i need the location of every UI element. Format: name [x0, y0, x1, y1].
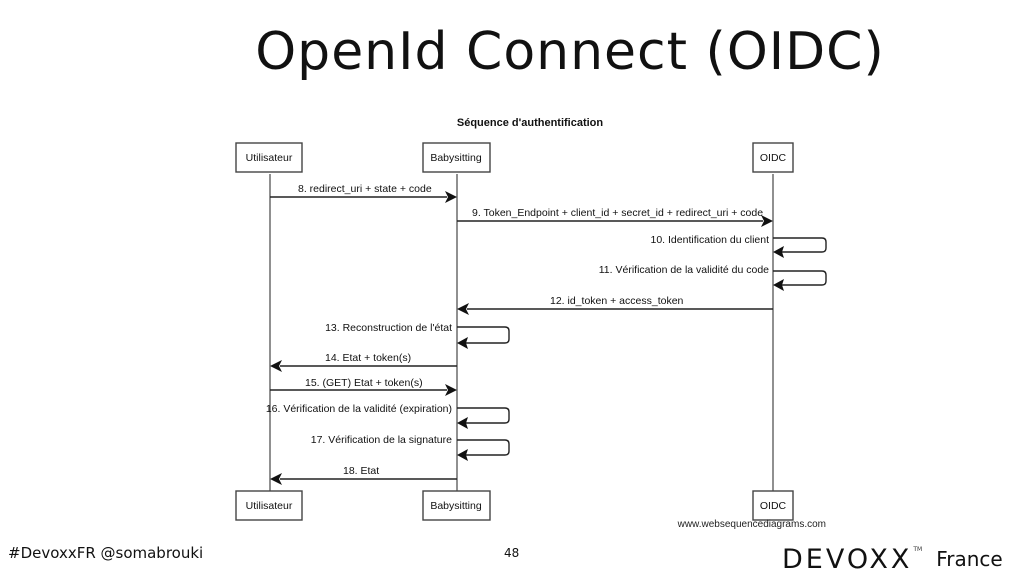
actor-box-utilisateur-bottom — [235, 490, 303, 521]
devoxx-france-logo: DEVOXX TM France — [782, 543, 1018, 575]
footer-handle: #DevoxxFR @somabrouki — [8, 544, 204, 562]
sequence-diagram: Séquence d'authentification Utilisateur … — [235, 117, 827, 530]
message-11-label: 11. Vérification de la validité du code — [599, 264, 769, 276]
message-11-arrowhead — [773, 279, 784, 291]
diagram-title: Séquence d'authentification — [457, 117, 604, 129]
actor-label-babysitting-top: Babysitting — [430, 152, 482, 164]
message-17-arrowhead — [457, 449, 468, 461]
actor-box-babysitting-top — [422, 142, 491, 173]
message-18-label: 18. Etat — [343, 465, 379, 477]
actor-label-oidc-bottom: OIDC — [760, 500, 787, 512]
logo-region: France — [936, 547, 1003, 571]
actor-label-utilisateur-top: Utilisateur — [246, 152, 293, 164]
message-12-label: 12. id_token + access_token — [550, 295, 684, 307]
message-13-arrowhead — [457, 337, 468, 349]
actor-label-utilisateur-bottom: Utilisateur — [246, 500, 293, 512]
message-10-loop — [773, 237, 827, 253]
message-15-label: 15. (GET) Etat + token(s) — [305, 377, 423, 389]
message-13-loop — [457, 326, 510, 344]
message-14-arrowhead — [270, 360, 282, 372]
message-15-arrowhead — [445, 384, 457, 396]
slide-title: OpenId Connect (OIDC) — [255, 22, 885, 82]
message-13-label: 13. Reconstruction de l'état — [325, 322, 452, 334]
actor-box-utilisateur-top — [235, 142, 303, 173]
page-number: 48 — [504, 546, 520, 560]
message-14-label: 14. Etat + token(s) — [325, 352, 411, 364]
actor-box-oidc-top — [752, 142, 794, 173]
message-17-loop — [457, 439, 510, 456]
message-16-loop — [457, 407, 510, 424]
message-11-loop — [773, 270, 827, 286]
actor-label-oidc-top: OIDC — [760, 152, 787, 164]
message-8-arrowhead — [445, 191, 457, 203]
message-16-label: 16. Vérification de la validité (expirat… — [266, 403, 452, 415]
message-16-arrowhead — [457, 417, 468, 429]
message-17-label: 17. Vérification de la signature — [311, 434, 452, 446]
message-8-label: 8. redirect_uri + state + code — [298, 183, 432, 195]
message-10-label: 10. Identification du client — [651, 234, 770, 246]
message-10-arrowhead — [773, 246, 784, 258]
logo-trademark: TM — [913, 546, 923, 553]
actor-label-babysitting-bottom: Babysitting — [430, 500, 482, 512]
actor-box-babysitting-bottom — [422, 490, 491, 521]
diagram-credit: www.websequencediagrams.com — [677, 519, 826, 530]
message-18-arrowhead — [270, 473, 282, 485]
message-12-arrowhead — [457, 303, 469, 315]
logo-word: DEVOXX — [782, 543, 913, 575]
actor-box-oidc-bottom — [752, 490, 794, 521]
message-9-label: 9. Token_Endpoint + client_id + secret_i… — [472, 207, 763, 219]
message-9-arrowhead — [761, 215, 773, 227]
